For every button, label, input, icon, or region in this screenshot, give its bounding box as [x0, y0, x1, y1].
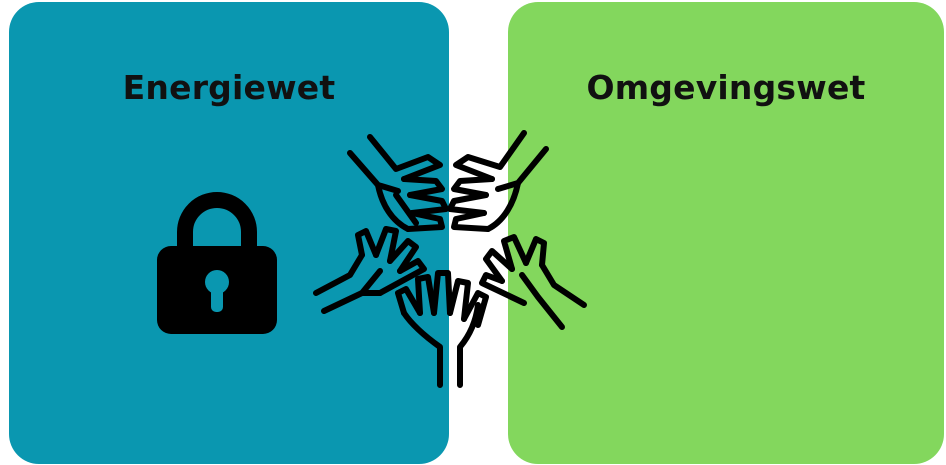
joined-hands-icon — [313, 130, 587, 388]
energiewet-title: Energiewet — [122, 68, 336, 107]
omgevingswet-title: Omgevingswet — [586, 68, 866, 107]
omgevingswet-panel: Omgevingswet — [508, 2, 944, 464]
energiewet-panel: Energiewet — [9, 2, 449, 464]
lock-icon — [157, 192, 277, 334]
